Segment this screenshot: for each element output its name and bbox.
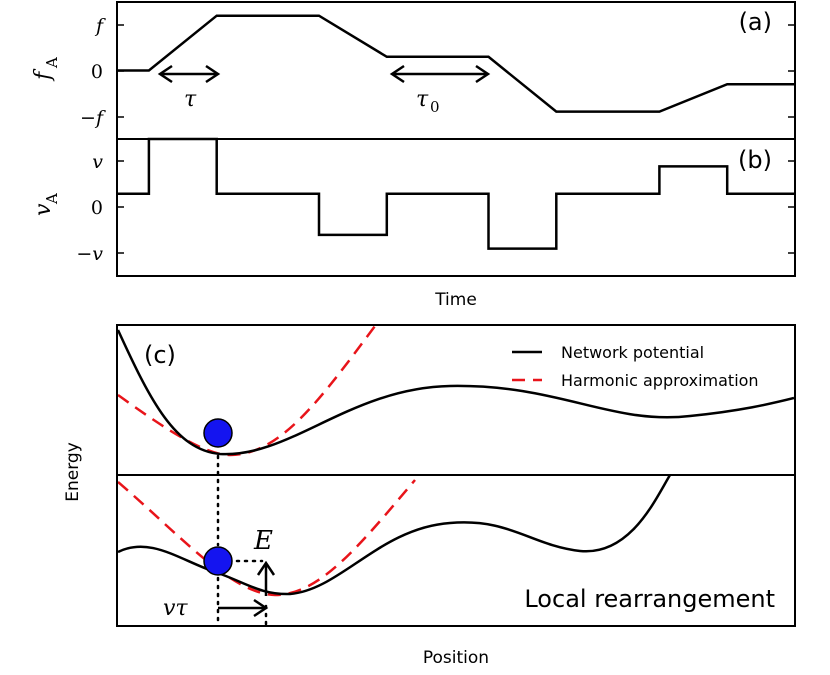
lower-harmonic-curve xyxy=(118,479,416,597)
panel-a-frame xyxy=(116,1,796,140)
panel-a: f 0 −f f A (a) τ τ 0 xyxy=(31,1,796,140)
tau-label: τ xyxy=(184,87,197,112)
tau0-label: τ xyxy=(416,87,429,112)
panel-b: v 0 −v v A (b) Time xyxy=(31,137,796,310)
displacement-arrow xyxy=(218,598,269,618)
legend: Network potential Harmonic approximation xyxy=(512,343,759,390)
local-rearrangement-label: Local rearrangement xyxy=(524,585,775,613)
tau0-subscript: 0 xyxy=(430,98,440,116)
panel-b-series-line xyxy=(117,137,795,250)
panel-b-ticks xyxy=(117,160,795,254)
panel-b-ylabel-main: v xyxy=(31,203,56,216)
particle-lower xyxy=(203,546,233,576)
legend-network-label: Network potential xyxy=(561,343,704,362)
upper-subpanel xyxy=(118,326,794,457)
panel-b-label: (b) xyxy=(738,146,772,174)
panel-a-label: (a) xyxy=(739,8,772,36)
panel-b-frame xyxy=(116,138,796,277)
panel-b-ylabel: v A xyxy=(31,193,61,216)
vtau-symbol: vτ xyxy=(163,596,188,621)
upper-network-curve xyxy=(118,329,794,456)
legend-harmonic-label: Harmonic approximation xyxy=(561,371,759,390)
panel-a-ytick-mid: 0 xyxy=(91,61,103,83)
panel-a-ylabel: f A xyxy=(31,57,61,82)
energy-symbol: E xyxy=(253,526,273,556)
panel-b-ytick-top: v xyxy=(92,151,103,173)
lower-subpanel xyxy=(118,475,672,597)
energy-ylabel: Energy xyxy=(63,442,83,502)
panel-a-series-line xyxy=(117,14,795,113)
panel-a-ticks xyxy=(117,24,795,118)
tau-arrow xyxy=(157,64,221,84)
panel-a-ylabel-sub: A xyxy=(43,57,61,69)
panel-a-ytick-top: f xyxy=(94,15,106,37)
particle-upper xyxy=(203,418,233,448)
time-xlabel: Time xyxy=(434,290,477,310)
panel-c: E vτ (c) Network potential Harmonic appr… xyxy=(63,324,796,668)
panel-b-ytick-bot: −v xyxy=(76,243,103,265)
panel-b-ytick-mid: 0 xyxy=(91,197,103,219)
lower-network-curve xyxy=(118,475,672,596)
energy-arrow xyxy=(256,560,276,596)
panel-a-ytick-bot: −f xyxy=(80,107,106,129)
position-xlabel: Position xyxy=(423,648,489,668)
panel-b-ylabel-sub: A xyxy=(43,193,61,205)
tau0-arrow xyxy=(389,64,491,84)
panel-a-ylabel-main: f xyxy=(31,68,56,82)
panel-c-label: (c) xyxy=(144,341,176,369)
